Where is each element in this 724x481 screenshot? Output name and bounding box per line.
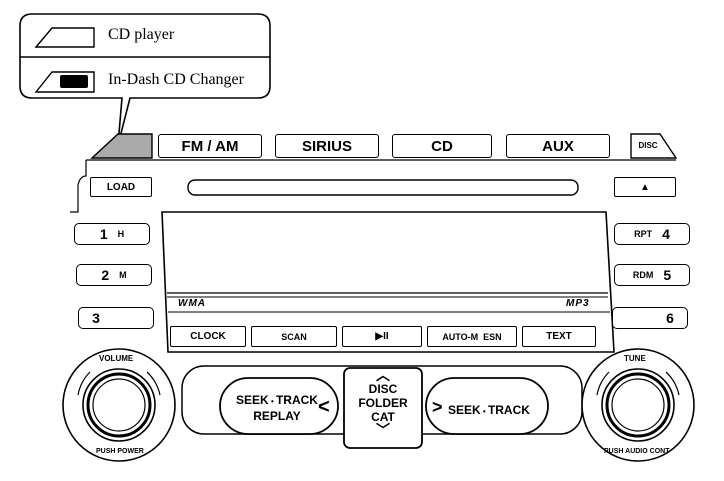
center-rocker-labels[interactable]: ︿ DISC FOLDER CAT ﹀ — [344, 367, 422, 438]
display-frame — [161, 211, 615, 353]
slot-selector-icon — [90, 133, 153, 159]
preset-2-sub: M — [119, 270, 127, 280]
preset-3-button[interactable]: 3 — [78, 307, 154, 329]
preset-4-button[interactable]: RPT 4 — [614, 223, 690, 245]
eject-button[interactable]: ▲ — [614, 177, 676, 197]
aux-button[interactable]: AUX — [506, 134, 610, 158]
seek-right-rocker — [425, 377, 549, 435]
disc-badge-label: DISC — [638, 141, 658, 150]
mp3-indicator: MP3 — [566, 298, 590, 309]
push-power-label: PUSH POWER — [96, 448, 144, 455]
seek-left-line1b: TRACK — [275, 393, 318, 407]
chevron-up-icon: ︿ — [376, 367, 390, 383]
seek-right-arrow-icon: > — [432, 397, 443, 417]
preset-3-label: 3 — [92, 310, 100, 326]
auto-m-label: AUTO-M — [442, 331, 479, 342]
tune-knob — [581, 348, 695, 462]
seek-right-line2: TRACK — [487, 403, 530, 417]
preset-5-sub: RDM — [632, 270, 654, 280]
fm-am-button[interactable]: FM / AM — [158, 134, 262, 158]
clock-button[interactable]: CLOCK — [170, 326, 246, 347]
sirius-button[interactable]: SIRIUS — [275, 134, 379, 158]
seek-right-line1: SEEK — [448, 403, 481, 417]
cat-label: CAT — [371, 410, 395, 424]
preset-5-label: 5 — [663, 267, 672, 283]
disc-badge-icon — [630, 133, 678, 159]
cd-player-slot-icon — [34, 27, 95, 48]
preset-2-label: 2 — [101, 267, 110, 283]
disc-label: DISC — [368, 382, 398, 396]
cd-button[interactable]: CD — [392, 134, 492, 158]
seek-left-rocker — [219, 377, 339, 435]
volume-knob — [62, 348, 176, 462]
legend-in-dash-changer: In-Dash CD Changer — [108, 71, 244, 88]
folder-label: FOLDER — [358, 396, 408, 410]
preset-4-label: 4 — [662, 226, 670, 242]
seek-left-line2: REPLAY — [253, 409, 301, 423]
scan-button[interactable]: SCAN — [251, 326, 337, 347]
center-rocker — [343, 367, 423, 449]
play-pause-button[interactable]: ▶II — [342, 326, 422, 347]
auto-m-esn-button[interactable]: AUTO-M ESN — [427, 326, 517, 347]
tune-label: TUNE — [624, 354, 646, 363]
cd-slot — [187, 179, 579, 196]
preset-1-sub: H — [117, 229, 125, 239]
load-button[interactable]: LOAD — [90, 177, 152, 197]
seek-left-label[interactable]: SEEK • TRACK REPLAY — [232, 393, 322, 423]
preset-1-label: 1 — [99, 226, 108, 242]
preset-6-button[interactable]: 6 — [612, 307, 688, 329]
esn-label: ESN — [483, 331, 502, 342]
seek-left-arrow-icon: < — [318, 396, 330, 418]
preset-6-label: 6 — [666, 310, 674, 326]
wma-indicator: WMA — [178, 298, 206, 309]
push-audio-cont-label: PUSH AUDIO CONT — [604, 448, 670, 455]
chevron-down-icon: ﹀ — [376, 422, 390, 438]
eject-icon: ▲ — [640, 181, 650, 193]
seek-left-line1: SEEK — [236, 393, 269, 407]
volume-label: VOLUME — [99, 354, 134, 363]
text-button[interactable]: TEXT — [522, 326, 596, 347]
preset-5-button[interactable]: RDM 5 — [614, 264, 690, 286]
seek-right-label[interactable]: SEEK • TRACK — [448, 403, 530, 417]
legend-cd-player: CD player — [108, 26, 175, 43]
preset-4-sub: RPT — [634, 229, 653, 239]
